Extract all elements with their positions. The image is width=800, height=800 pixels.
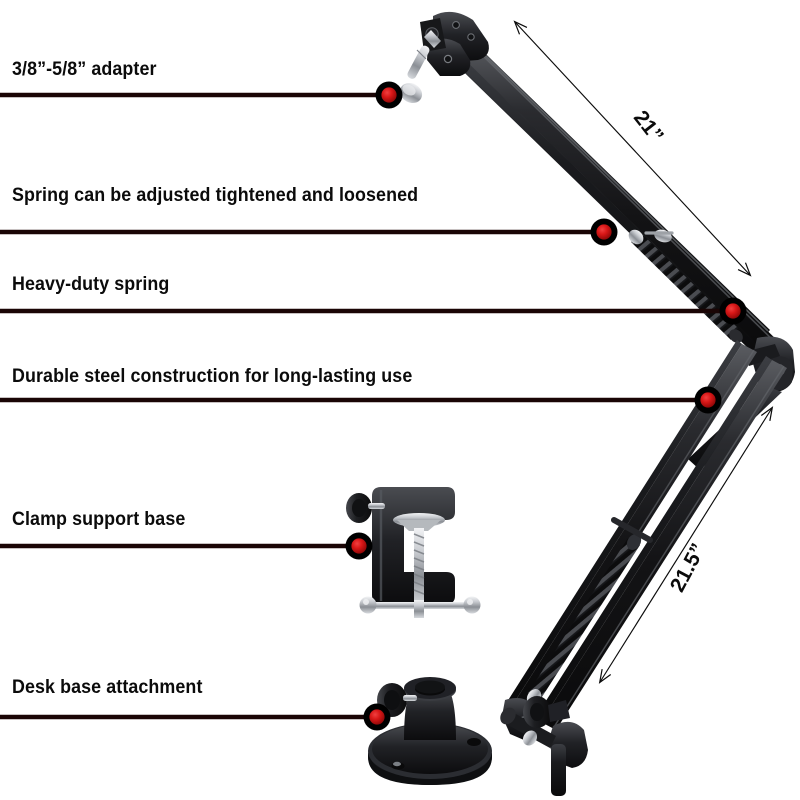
leader-line-desk-base [0, 703, 391, 731]
callout-label-clamp-base: Clamp support base [12, 509, 186, 530]
desk-flange-base-icon [368, 677, 570, 785]
dimension-line-lower [598, 406, 774, 684]
callout-label-spring-adjust: Spring can be adjusted tightened and loo… [12, 185, 419, 206]
callout-label-desk-base: Desk base attachment [12, 677, 203, 698]
callout-label-steel-construction: Durable steel construction for long-last… [12, 366, 413, 387]
callout-label-adapter: 3/8”-5/8” adapter [12, 59, 157, 80]
mic-thread-adapter-icon [399, 30, 441, 103]
callout-label-heavy-duty-spring: Heavy-duty spring [12, 274, 170, 295]
c-clamp-support-base-icon [346, 487, 481, 618]
upper-tension-spring [628, 229, 743, 343]
bottom-mount-bracket [500, 698, 588, 796]
leader-line-heavy-duty-spring [0, 297, 747, 325]
leader-line-clamp-base [0, 532, 373, 560]
leader-line-spring-adjust [0, 218, 618, 246]
callout-leader-lines [0, 81, 747, 731]
dimension-line-upper [513, 20, 752, 277]
leader-line-adapter [0, 81, 403, 109]
leader-line-steel-construction [0, 386, 722, 414]
